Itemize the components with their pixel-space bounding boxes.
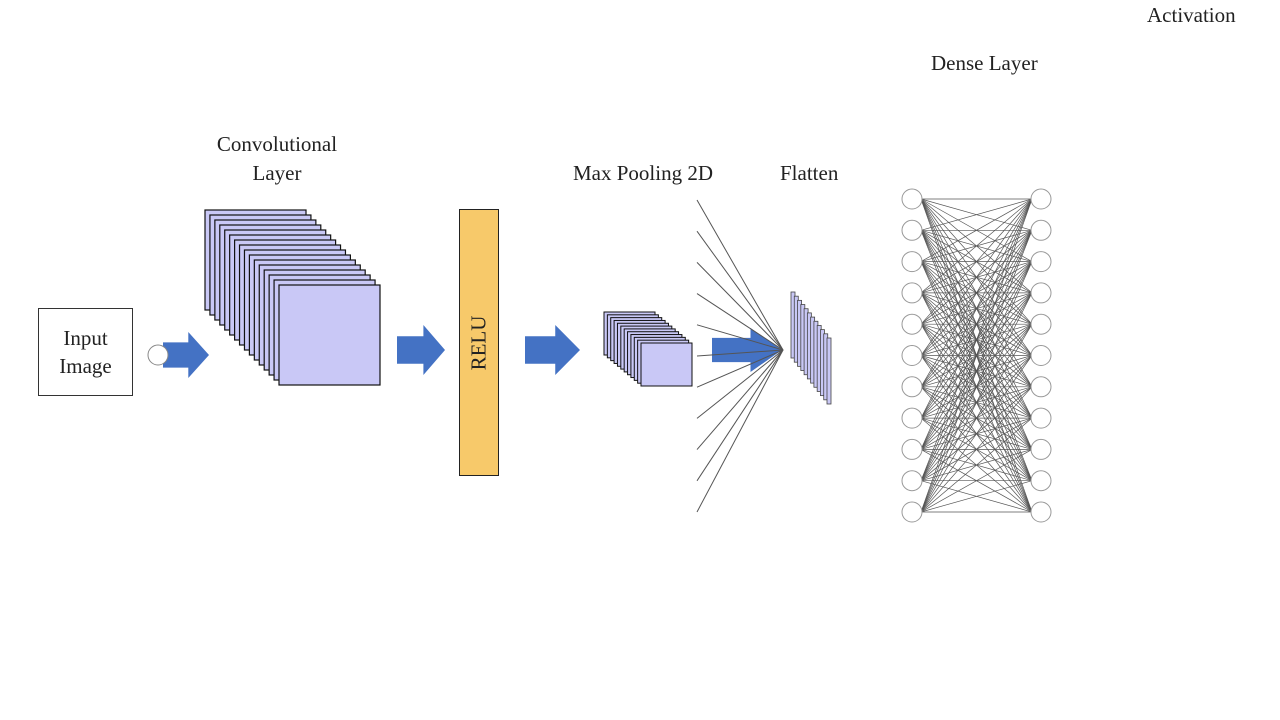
fan-line [696,293,784,351]
input-image-box: Input Image [38,308,133,396]
convolutional-feature-maps [204,209,381,386]
dense-edge [920,261,1033,513]
dense-edge [920,198,1033,481]
relu-label: RELU [466,315,491,370]
conv-label-line1: Convolutional [216,132,338,156]
flatten-label: Flatten [780,161,839,185]
dense-input-node [901,438,923,460]
dense-edge [920,449,1033,513]
dense-input-node [901,501,923,523]
conv-feature-map [278,284,381,386]
dense-edge [920,417,1033,513]
fan-line [696,349,784,450]
dense-edge [920,198,1033,419]
dense-input-node [901,282,923,304]
dense-edge [920,480,1033,513]
fan-line [696,349,784,388]
fan-line [696,349,784,419]
dense-input-node [901,376,923,398]
fan-line [696,349,784,482]
dense-edge [920,198,1033,513]
flatten-strip [826,337,832,405]
dense-output-node [1030,376,1052,398]
activation-label: Activation [1147,3,1236,27]
relu-block: RELU [459,209,499,476]
dense-output-node [1030,313,1052,335]
dense-layer-label: Dense Layer [931,51,1038,75]
dense-edge [920,355,1033,513]
dense-output-node [1030,188,1052,210]
input-node [147,344,169,366]
dense-edge [920,230,1033,513]
fan-line [696,199,784,351]
dense-input-node [901,188,923,210]
fan-line [696,324,784,351]
fan-line [696,230,784,351]
dense-output-node [1030,282,1052,304]
max-pooling-feature-maps [603,311,693,387]
dense-edge [920,198,1033,387]
dense-input-node [901,407,923,429]
dense-input-node [901,345,923,366]
conv-label-line2: Layer [252,161,302,185]
input-label-line1: Input [63,326,108,350]
dense-output-node [1030,407,1052,429]
dense-edge [920,198,1033,325]
flow-arrows [163,325,782,378]
max-pooling-label: Max Pooling 2D [573,161,714,185]
dense-edge [920,292,1033,513]
dense-output-node [1030,219,1052,241]
dense-output-node [1030,345,1052,366]
dense-edge [920,198,1033,294]
dense-edge [920,198,1033,450]
flow-arrow [525,325,580,375]
fan-line [696,349,784,357]
flatten-vector [790,291,832,405]
dense-input-node [901,219,923,241]
dense-nodes [901,188,1052,523]
dense-connections [920,198,1033,513]
dense-output-node [1030,470,1052,492]
flow-arrow [163,332,209,378]
input-label-line2: Image [59,354,112,378]
dense-input-node [901,251,923,273]
flow-arrow [712,328,782,372]
pool-feature-map [640,342,693,387]
fan-line [696,262,784,351]
dense-input-node [901,313,923,335]
dense-output-node [1030,438,1052,460]
flow-arrow [397,325,445,375]
dense-output-node [1030,251,1052,273]
dense-output-node [1030,501,1052,523]
dense-edge [920,386,1033,513]
fan-line [696,349,784,513]
dense-input-node [901,470,923,492]
dense-edge [920,198,1033,262]
dense-edge [920,324,1033,513]
dense-edge [920,198,1033,356]
dense-edge [920,198,1033,231]
pooling-to-flatten-lines [696,199,784,513]
